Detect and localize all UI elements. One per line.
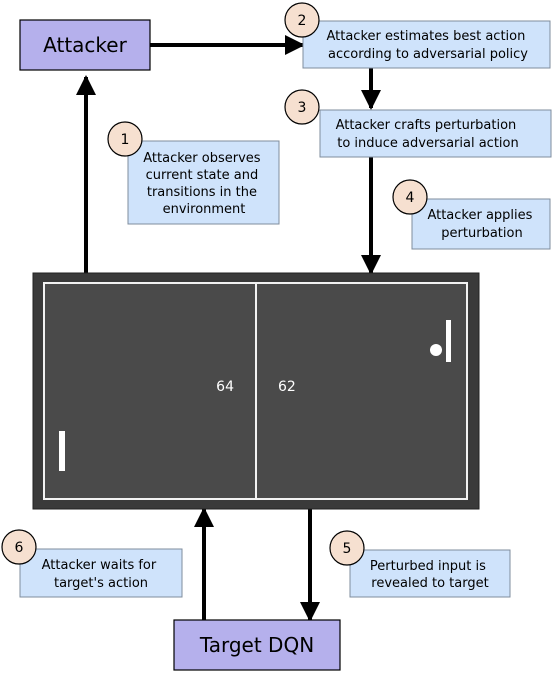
step-2-number: 2 (298, 13, 307, 29)
step-5-badge (329, 530, 365, 566)
ball (430, 344, 442, 356)
step-4-number: 4 (406, 190, 415, 206)
step-6-text: Attacker waits for target's action (42, 558, 161, 591)
step-2-badge (284, 2, 320, 38)
step-6-badge (1, 529, 37, 565)
step-5: Perturbed input is revealed to target 5 (329, 530, 511, 598)
right-paddle (446, 320, 451, 362)
step-5-text: Perturbed input is revealed to target (370, 559, 490, 591)
step-3-text: Attacker crafts perturbation to induce a… (336, 118, 521, 151)
step-1-badge (107, 121, 143, 157)
step-4-badge (392, 179, 428, 215)
step-3-number: 3 (298, 100, 307, 116)
left-paddle (59, 431, 65, 471)
step-4: Attacker applies perturbation 4 (392, 179, 551, 250)
attacker-node: Attacker (19, 19, 151, 71)
attacker-label: Attacker (43, 33, 127, 57)
score-left: 64 (216, 379, 234, 395)
step-1: Attacker observes current state and tran… (107, 121, 280, 225)
step-6-number: 6 (15, 540, 24, 556)
score-right: 62 (278, 379, 296, 395)
game-screen: 64 62 (32, 272, 480, 510)
step-3-badge (284, 89, 320, 125)
target-dqn-label: Target DQN (199, 633, 314, 657)
step-2: Attacker estimates best action according… (284, 2, 551, 69)
step-5-number: 5 (343, 541, 352, 557)
step-4-text: Attacker applies perturbation (427, 208, 536, 241)
step-6: Attacker waits for target's action 6 (1, 529, 183, 598)
step-3: Attacker crafts perturbation to induce a… (284, 89, 552, 158)
step-1-number: 1 (121, 132, 130, 148)
target-dqn-node: Target DQN (173, 619, 341, 671)
arrows (76, 35, 381, 622)
step-1-text: Attacker observes current state and tran… (143, 151, 264, 217)
step-2-text: Attacker estimates best action according… (326, 29, 529, 62)
